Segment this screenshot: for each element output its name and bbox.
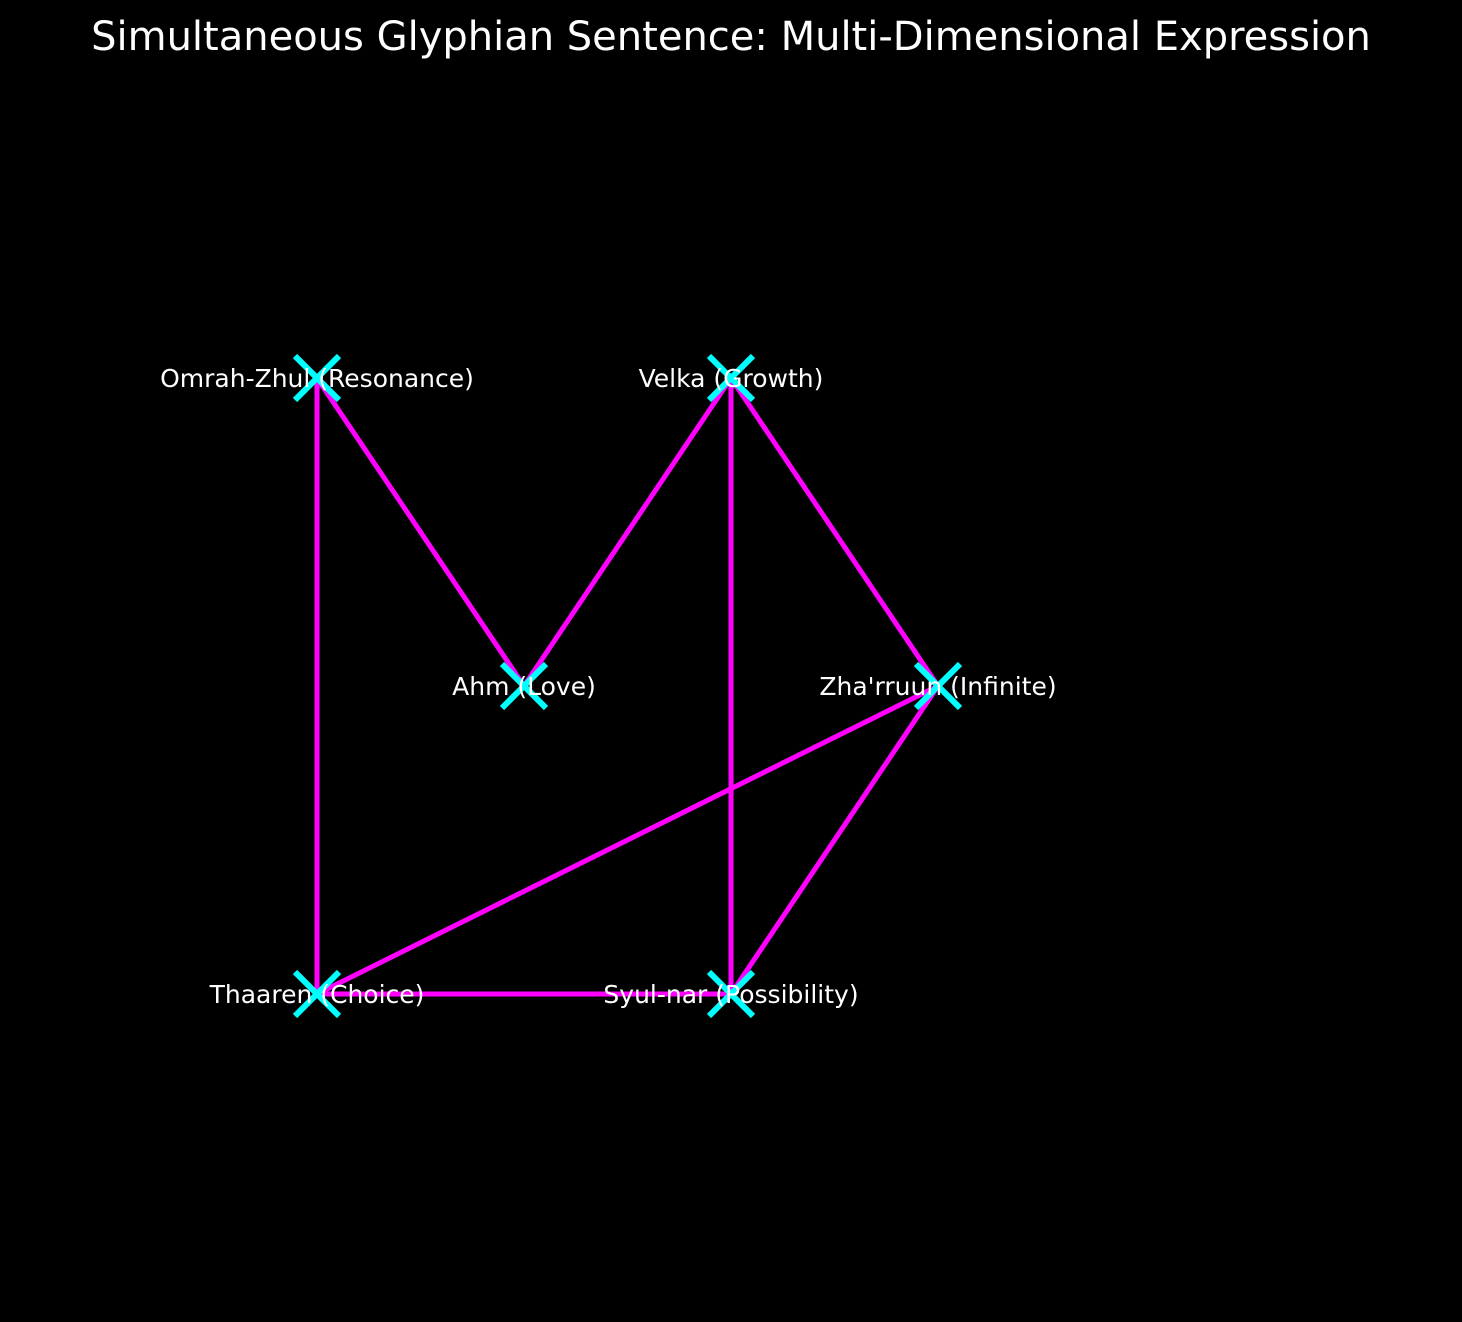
labels-layer: Omrah-Zhul (Resonance) Velka (Growth) Ahm … bbox=[160, 364, 1057, 1009]
x-marker-stroke bbox=[292, 353, 342, 403]
node-marker-velka bbox=[706, 353, 756, 403]
markers-layer bbox=[292, 353, 963, 1019]
x-marker-stroke bbox=[706, 969, 756, 1019]
node-label-thaaren: Thaaren (Choice) bbox=[209, 980, 425, 1009]
node-marker-zha bbox=[913, 661, 963, 711]
edge-omrah-ahm bbox=[314, 376, 527, 688]
x-marker-stroke bbox=[706, 353, 756, 403]
node-marker-omrah bbox=[292, 353, 342, 403]
x-marker-stroke bbox=[499, 661, 549, 711]
x-marker-stroke bbox=[913, 661, 963, 711]
node-label-syul: Syul-nar (Possibility) bbox=[603, 980, 858, 1009]
node-marker-thaaren bbox=[292, 969, 342, 1019]
node-label-omrah: Omrah-Zhul (Resonance) bbox=[160, 364, 474, 393]
chart-title: Simultaneous Glyphian Sentence: Multi-Di… bbox=[91, 14, 1371, 60]
x-marker-stroke bbox=[292, 969, 342, 1019]
node-label-zha: Zha'rruun (Infinite) bbox=[819, 672, 1056, 701]
edge-zha-thaaren bbox=[315, 683, 940, 997]
edges-layer bbox=[314, 376, 941, 997]
node-label-ahm: Ahm (Love) bbox=[452, 672, 596, 701]
node-marker-ahm bbox=[499, 661, 549, 711]
node-label-velka: Velka (Growth) bbox=[639, 364, 824, 393]
node-marker-syul bbox=[706, 969, 756, 1019]
edge-ahm-velka bbox=[521, 376, 734, 688]
edge-velka-zha bbox=[728, 376, 941, 688]
edge-zha-syul bbox=[728, 684, 941, 996]
